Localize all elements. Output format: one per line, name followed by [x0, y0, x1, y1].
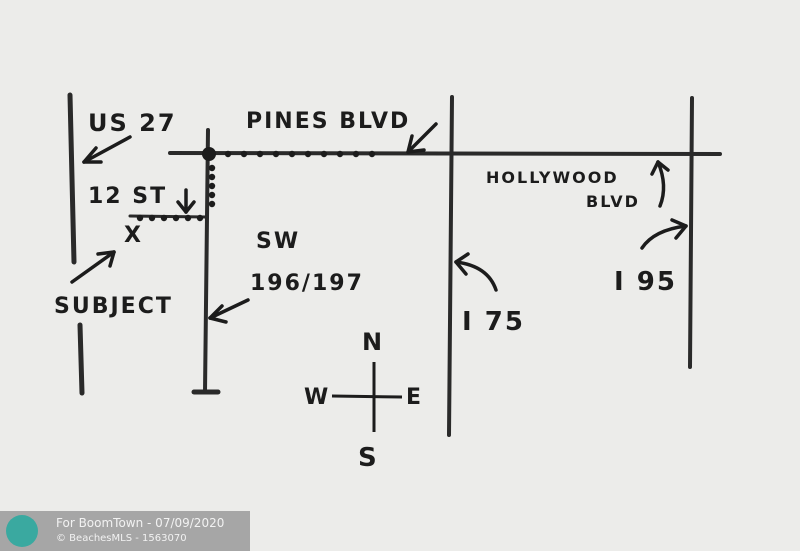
compass-s-label: S [358, 443, 379, 473]
i-75-arrow [454, 252, 498, 292]
boomtown-logo-icon [6, 515, 38, 547]
sw-196-197-label: 196/197 [250, 271, 364, 296]
route-dot [224, 150, 232, 158]
us-27-arrow [82, 135, 132, 164]
route-dots-pines [224, 150, 376, 158]
subject-label: SUBJECT [54, 294, 173, 319]
route-dot [172, 214, 180, 222]
compass-w-label: W [304, 385, 330, 410]
12-st-arrow [176, 188, 196, 214]
us-27-label: US 27 [88, 109, 177, 137]
route-dot [288, 150, 296, 158]
route-dot [208, 182, 216, 190]
compass-rose [331, 362, 403, 432]
route-dot [240, 150, 248, 158]
route-dot [208, 164, 216, 172]
pines-blvd-road [168, 151, 722, 156]
route-dot [160, 214, 168, 222]
pines-blvd-label: PINES BLVD [246, 109, 410, 134]
route-dot [256, 150, 264, 158]
hollywood-blvd-arrow [650, 160, 670, 208]
compass-e-label: E [406, 385, 423, 410]
i-95-arrow [640, 218, 688, 250]
sw-road-arrow [208, 298, 250, 324]
route-dot [208, 200, 216, 208]
route-dot [320, 150, 328, 158]
route-dots-12-st [136, 214, 204, 222]
route-dot [136, 214, 144, 222]
i-75-label: I 75 [462, 307, 525, 337]
watermark-line1: For BoomTown - 07/09/2020 [56, 516, 225, 530]
us-27-road-south [77, 322, 85, 396]
us-27-road [67, 92, 77, 265]
intersection-dot [202, 147, 216, 161]
route-dot [148, 214, 156, 222]
subject-arrow [70, 250, 116, 284]
sw-196-197-road [203, 128, 210, 394]
i-95-label: I 95 [614, 267, 677, 297]
route-dot [304, 150, 312, 158]
route-dot [208, 191, 216, 199]
hollywood-blvd-label-line2: BLVD [586, 192, 640, 211]
route-dot [208, 173, 216, 181]
watermark-banner: For BoomTown - 07/09/2020 © BeachesMLS -… [0, 511, 250, 551]
route-dot [184, 214, 192, 222]
12-st-label: 12 ST [88, 184, 167, 209]
route-dot [196, 214, 204, 222]
subject-x-mark: X [124, 223, 143, 248]
pines-blvd-arrow [406, 122, 438, 154]
sw-label: SW [256, 229, 300, 254]
12-st-road [128, 214, 209, 219]
compass-n-label: N [362, 328, 384, 356]
i-95-road [688, 96, 694, 369]
route-dot [368, 150, 376, 158]
route-dot [336, 150, 344, 158]
i-75-road [447, 95, 454, 437]
watermark-line2: © BeachesMLS - 1563070 [56, 533, 187, 544]
route-dots-sw [208, 164, 216, 208]
route-dot [272, 150, 280, 158]
route-dot [352, 150, 360, 158]
hollywood-blvd-label-line1: HOLLYWOOD [486, 168, 619, 187]
